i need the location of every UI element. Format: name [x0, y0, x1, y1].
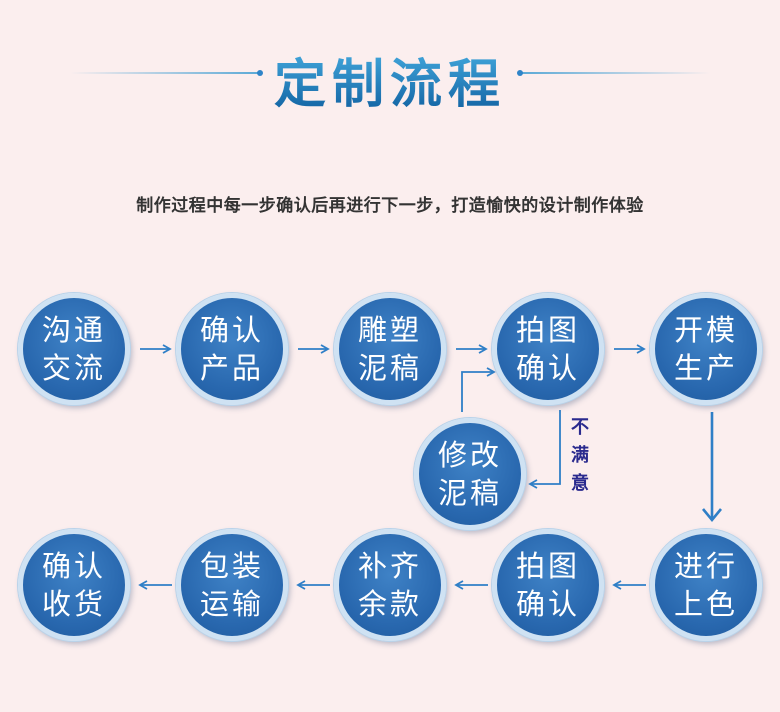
- step-revise-clay: 修改 泥稿: [414, 418, 526, 530]
- step-label-line2: 泥稿: [437, 476, 502, 510]
- step-label-line1: 沟通: [41, 313, 106, 347]
- step-sculpt-clay: 雕塑 泥稿: [334, 293, 446, 405]
- step-label-line2: 产品: [199, 351, 264, 385]
- step-label-line2: 确认: [515, 351, 580, 385]
- step-label-line2: 余款: [357, 587, 422, 621]
- step-label-line2: 运输: [199, 587, 264, 621]
- step-label-line1: 开模: [673, 313, 738, 347]
- step-label-line1: 补齐: [357, 549, 422, 583]
- page-title: 定制流程: [260, 42, 520, 117]
- step-label-line1: 包装: [199, 549, 264, 583]
- step-label-line1: 拍图: [515, 549, 580, 583]
- step-label-line2: 交流: [41, 351, 106, 385]
- step-label-line1: 确认: [41, 549, 106, 583]
- note-char: 满: [571, 445, 589, 466]
- step-coloring: 进行 上色: [650, 529, 762, 641]
- unsatisfied-note: 不 满 意: [567, 414, 593, 498]
- step-label-line2: 生产: [673, 351, 738, 385]
- step-label-line1: 进行: [673, 549, 738, 583]
- step-label-line2: 确认: [515, 587, 580, 621]
- title-divider-left: [70, 70, 263, 76]
- arrow-6-4: [461, 367, 496, 412]
- step-label-line1: 拍图: [515, 313, 580, 347]
- title-area: 定制流程: [0, 38, 780, 115]
- note-char: 不: [571, 417, 589, 438]
- step-label-line1: 确认: [199, 313, 264, 347]
- step-photo-confirm: 拍图 确认: [492, 293, 604, 405]
- arrow-4-6: [528, 410, 561, 489]
- step-pack-ship: 包装 运输: [176, 529, 288, 641]
- step-confirm-product: 确认 产品: [176, 293, 288, 405]
- page-subtitle: 制作过程中每一步确认后再进行下一步，打造愉快的设计制作体验: [136, 196, 644, 216]
- step-final-payment: 补齐 余款: [334, 529, 446, 641]
- step-label-line2: 泥稿: [357, 351, 422, 385]
- step-confirm-receipt: 确认 收货: [18, 529, 130, 641]
- step-communicate: 沟通 交流: [18, 293, 130, 405]
- step-label-line1: 雕塑: [357, 313, 422, 347]
- step-label-line2: 上色: [673, 587, 738, 621]
- step-photo-confirm-2: 拍图 确认: [492, 529, 604, 641]
- title-divider-right: [517, 70, 710, 76]
- step-mold-production: 开模 生产: [650, 293, 762, 405]
- step-label-line2: 收货: [41, 587, 106, 621]
- note-char: 意: [571, 473, 589, 494]
- step-label-line1: 修改: [437, 438, 502, 472]
